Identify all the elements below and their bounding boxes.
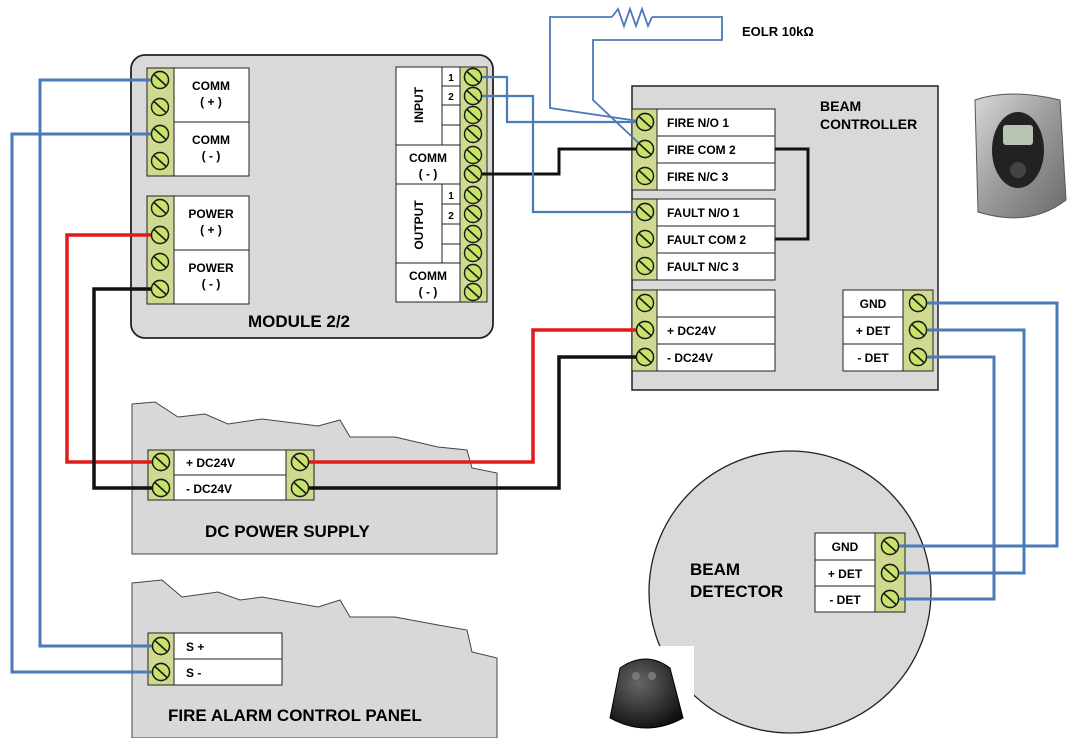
screw-terminal-icon <box>463 243 483 263</box>
eolr-resistor <box>611 6 653 29</box>
beam-detector: BEAM DETECTOR GND + DET - DET <box>648 450 932 734</box>
wire-eolr-left <box>549 16 646 123</box>
module-power-plus-label: POWER <box>188 207 234 221</box>
module-input-num-2: 2 <box>448 92 454 103</box>
wire-eolr-right <box>592 16 723 150</box>
wire-power-neg-controller <box>300 355 645 490</box>
module-comm-minus-sign: ( - ) <box>202 149 221 163</box>
wire-comm-minus <box>10 132 161 674</box>
beam-detector-title-2: DETECTOR <box>690 582 783 601</box>
screw-terminal-icon <box>635 166 655 186</box>
ctrl-det-pos-label: + DET <box>856 324 891 338</box>
fire-com-label: FIRE COM 2 <box>667 143 736 157</box>
wire-input-2 <box>473 94 645 214</box>
wire-input-1 <box>473 75 645 124</box>
screw-terminal-icon <box>150 97 170 117</box>
screw-terminal-icon <box>463 145 483 165</box>
screw-terminal-icon <box>463 282 483 302</box>
wire-det-pos <box>890 328 1026 575</box>
facp-term-s-minus: S - <box>186 666 201 680</box>
psu-title: DC POWER SUPPLY <box>205 522 370 541</box>
module-comm-plus-label: COMM <box>192 79 230 93</box>
fire-no-label: FIRE N/O 1 <box>667 116 729 130</box>
det-pos-label: + DET <box>828 567 863 581</box>
screw-terminal-icon <box>463 224 483 244</box>
module-comm-plus-sign: ( + ) <box>200 95 222 109</box>
screw-terminal-icon <box>150 151 170 171</box>
facp-term-s-plus: S + <box>186 640 204 654</box>
fire-nc-label: FIRE N/C 3 <box>667 170 729 184</box>
module-comm-mid-sign: ( - ) <box>419 167 438 181</box>
screw-terminal-icon <box>463 263 483 283</box>
module-input-num-1: 1 <box>448 73 454 84</box>
eolr-label: EOLR 10kΩ <box>742 24 814 39</box>
wire-det-gnd <box>890 301 1059 548</box>
module-output-num-2: 2 <box>448 211 454 222</box>
module-comm-bottom-sign: ( - ) <box>419 285 438 299</box>
det-neg-label: - DET <box>829 593 861 607</box>
module-comm-minus-label: COMM <box>192 133 230 147</box>
fault-com-label: FAULT COM 2 <box>667 233 746 247</box>
facp-title: FIRE ALARM CONTROL PANEL <box>168 706 422 725</box>
psu-term-pos: + DC24V <box>186 456 235 470</box>
wire-com-jumper <box>775 147 810 241</box>
module: COMM ( + ) COMM ( - ) POWER ( + ) POWER … <box>130 54 494 339</box>
beam-controller: BEAM CONTROLLER FIRE N/O 1 FIRE COM 2 FI… <box>631 85 939 391</box>
screw-terminal-icon <box>463 124 483 144</box>
wire-power-pos-controller <box>300 328 645 464</box>
screw-terminal-icon <box>635 256 655 276</box>
wires <box>10 6 1059 674</box>
ctrl-dc24v-pos-label: + DC24V <box>667 324 716 338</box>
module-power-plus-sign: ( + ) <box>200 223 222 237</box>
module-input-label: INPUT <box>412 86 426 123</box>
dc-power-supply: + DC24V - DC24V DC POWER SUPPLY <box>131 401 498 555</box>
fault-nc-label: FAULT N/C 3 <box>667 260 739 274</box>
ctrl-dc24v-neg-label: - DC24V <box>667 351 713 365</box>
module-title: MODULE 2/2 <box>248 312 350 331</box>
module-power-minus-sign: ( - ) <box>202 277 221 291</box>
screw-terminal-icon <box>463 185 483 205</box>
wire-comm-plus <box>38 78 161 648</box>
wire-power-pos-module <box>65 233 161 464</box>
beam-controller-photo <box>950 84 1071 232</box>
screw-terminal-icon <box>635 293 655 313</box>
beam-detector-photo <box>598 646 694 738</box>
fire-alarm-control-panel: S + S - FIRE ALARM CONTROL PANEL <box>131 579 498 738</box>
screw-terminal-icon <box>463 204 483 224</box>
psu-term-neg: - DC24V <box>186 482 232 496</box>
wire-power-neg-module <box>92 287 161 490</box>
module-comm-bottom-label: COMM <box>409 269 447 283</box>
screw-terminal-icon <box>463 105 483 125</box>
ctrl-gnd-label: GND <box>860 297 887 311</box>
screw-terminal-icon <box>150 252 170 272</box>
beam-detector-title-1: BEAM <box>690 560 740 579</box>
beam-controller-title-2: CONTROLLER <box>820 116 917 132</box>
screw-terminal-icon <box>150 198 170 218</box>
module-power-minus-label: POWER <box>188 261 234 275</box>
module-output-label: OUTPUT <box>412 200 426 250</box>
module-output-num-1: 1 <box>448 191 454 202</box>
beam-controller-title-1: BEAM <box>820 98 861 114</box>
ctrl-det-neg-label: - DET <box>857 351 889 365</box>
screw-terminal-icon <box>635 229 655 249</box>
det-gnd-label: GND <box>832 540 859 554</box>
wire-det-neg <box>890 355 996 601</box>
wire-comm-fire-com <box>473 147 645 176</box>
fault-no-label: FAULT N/O 1 <box>667 206 740 220</box>
module-comm-mid-label: COMM <box>409 151 447 165</box>
